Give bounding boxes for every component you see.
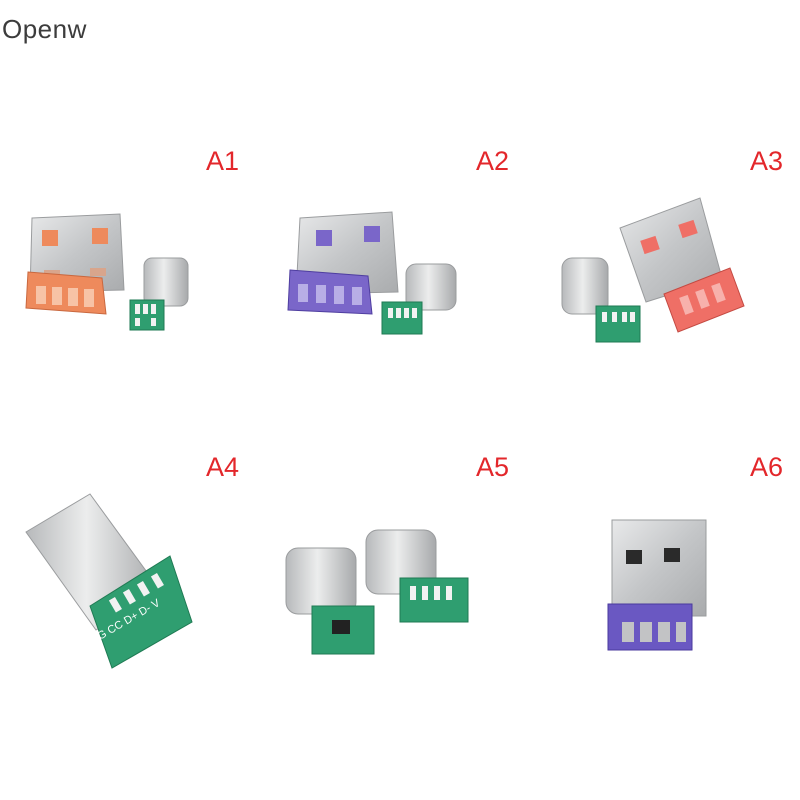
a5-usb-c-board-right (365, 529, 469, 623)
variant-label-a2: A2 (476, 146, 510, 176)
a6-lock-hole (626, 550, 642, 564)
a2-lock-hole (364, 226, 380, 242)
a1-lock-hole (92, 228, 108, 244)
a2-usb-c-board (381, 263, 457, 335)
a2-usb-a-plug (287, 211, 399, 315)
variant-label-a4: A4 (206, 452, 240, 482)
variant-label-a5: A5 (476, 452, 510, 482)
variant-label-a3: A3 (750, 146, 784, 176)
a1-usb-c-board (129, 257, 189, 331)
a3-usb-a-plug (619, 197, 745, 333)
variant-label-a6: A6 (750, 452, 784, 482)
a6-lock-hole (664, 548, 680, 562)
a3-usb-c-board (561, 257, 641, 343)
a1-lock-hole (42, 230, 58, 246)
a5-usb-c-board-left (285, 547, 375, 655)
a6-usb-a-plug (607, 519, 707, 651)
brand-watermark: Openw (2, 14, 87, 44)
a1-usb-a-plug (25, 213, 125, 315)
variant-label-a1: A1 (206, 146, 240, 176)
a3-lock-hole (640, 235, 660, 255)
a4-usb-c-board-large: G CC D+ D- V (25, 493, 193, 669)
a2-lock-hole (316, 230, 332, 246)
a3-lock-hole (678, 219, 698, 239)
